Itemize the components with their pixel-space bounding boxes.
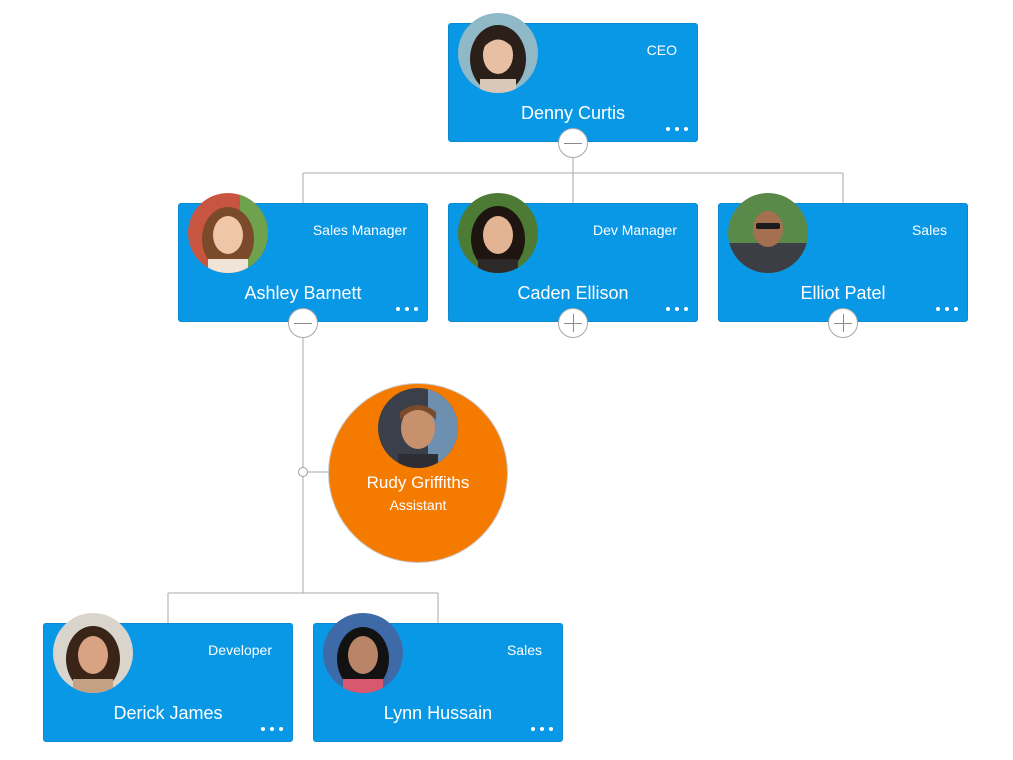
more-dots-icon[interactable] [666,305,688,313]
more-dots-icon[interactable] [531,725,553,733]
avatar [458,13,538,93]
node-name: Elliot Patel [800,283,886,303]
collapse-toggle-icon[interactable] [288,308,318,338]
assistant-title: Assistant [389,497,447,513]
node-title: Sales [911,222,947,238]
avatar [53,613,133,693]
node-name: Lynn Hussain [383,703,493,723]
more-dots-icon[interactable] [261,725,283,733]
avatar [458,193,538,273]
assistant-name: Rudy Griffiths [366,473,470,492]
avatar [188,193,268,273]
node-name: Derick James [113,703,223,723]
expand-toggle-icon[interactable] [828,308,858,338]
more-dots-icon[interactable] [666,125,688,133]
node-title: Sales Manager [312,222,407,238]
more-dots-icon[interactable] [396,305,418,313]
more-dots-icon[interactable] [936,305,958,313]
node-name: Caden Ellison [517,283,629,303]
node-name: Denny Curtis [520,103,626,123]
node-name: Ashley Barnett [244,283,362,303]
avatar [323,613,403,693]
assistant-junction-dot [298,467,308,477]
node-title: Sales [506,642,542,658]
node-title: Dev Manager [592,222,677,238]
expand-toggle-icon[interactable] [558,308,588,338]
avatar [728,193,808,273]
node-title: Developer [208,642,272,658]
avatar [378,388,458,468]
node-title: CEO [646,42,677,58]
collapse-toggle-icon[interactable] [558,128,588,158]
